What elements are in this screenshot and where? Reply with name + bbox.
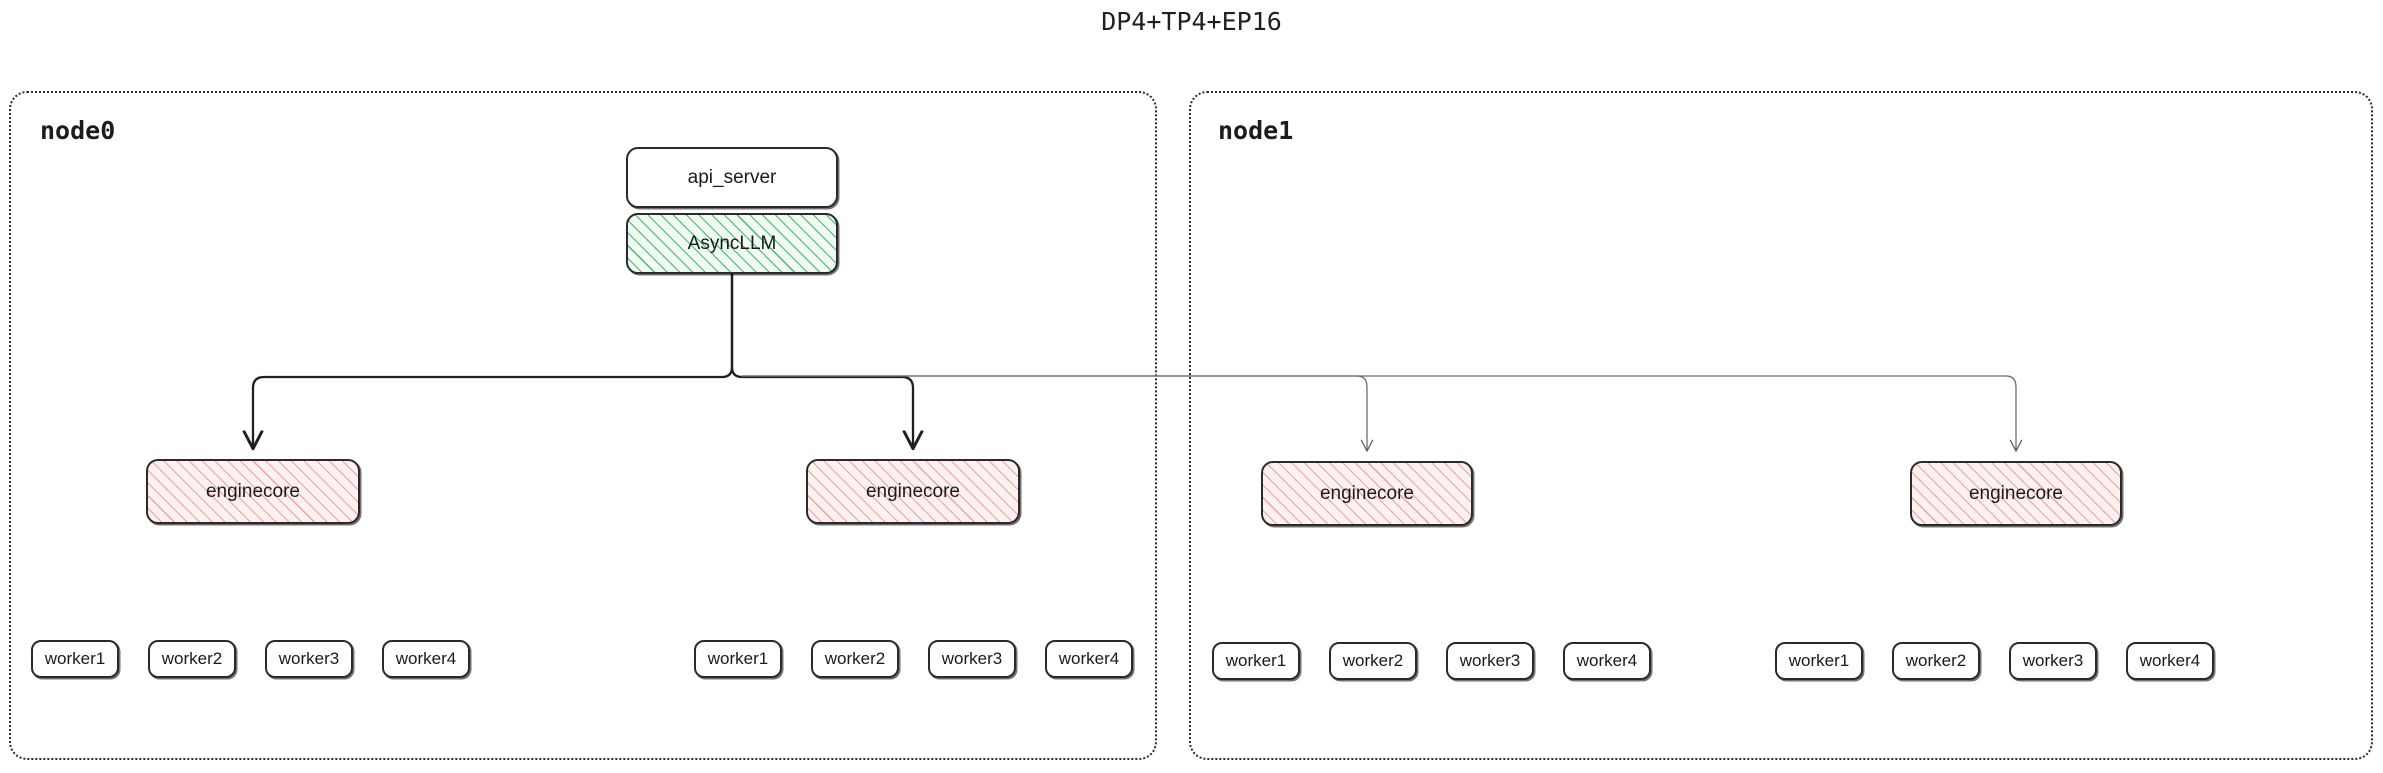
cluster-node0-label: node0 — [40, 116, 116, 145]
box-worker[interactable]: worker2 — [811, 640, 899, 678]
box-worker[interactable]: worker1 — [694, 640, 782, 678]
box-worker-label: worker2 — [161, 649, 223, 668]
box-worker-label: worker3 — [941, 649, 1003, 668]
box-worker-label: worker1 — [1225, 651, 1287, 670]
box-enginecore-3-label: enginecore — [1968, 482, 2064, 504]
box-worker-label: worker1 — [1788, 651, 1850, 670]
box-enginecore-1[interactable]: enginecore — [806, 459, 1020, 524]
diagram-title: DP4+TP4+EP16 — [1101, 7, 1282, 36]
box-worker[interactable]: worker2 — [1329, 642, 1417, 680]
box-worker-label: worker3 — [2022, 651, 2084, 670]
box-worker[interactable]: worker1 — [31, 640, 119, 678]
box-worker-label: worker2 — [1342, 651, 1404, 670]
box-enginecore-3[interactable]: enginecore — [1910, 461, 2122, 526]
box-worker[interactable]: worker3 — [928, 640, 1016, 678]
box-worker-label: worker3 — [278, 649, 340, 668]
box-asyncllm-label: AsyncLLM — [687, 232, 777, 254]
box-worker[interactable]: worker3 — [1446, 642, 1534, 680]
box-worker[interactable]: worker4 — [1045, 640, 1133, 678]
box-worker[interactable]: worker1 — [1212, 642, 1300, 680]
box-worker-label: worker3 — [1459, 651, 1521, 670]
box-worker[interactable]: worker2 — [148, 640, 236, 678]
box-enginecore-2[interactable]: enginecore — [1261, 461, 1473, 526]
box-worker-label: worker4 — [395, 649, 457, 668]
box-worker-label: worker4 — [1058, 649, 1120, 668]
cluster-node1-label: node1 — [1218, 116, 1294, 145]
box-worker-label: worker4 — [2139, 651, 2201, 670]
box-worker-label: worker2 — [824, 649, 886, 668]
box-worker[interactable]: worker4 — [1563, 642, 1651, 680]
box-enginecore-0-label: enginecore — [205, 480, 301, 502]
box-worker[interactable]: worker3 — [265, 640, 353, 678]
box-worker[interactable]: worker4 — [2126, 642, 2214, 680]
box-worker[interactable]: worker3 — [2009, 642, 2097, 680]
box-worker[interactable]: worker4 — [382, 640, 470, 678]
box-asyncllm[interactable]: AsyncLLM — [626, 213, 838, 274]
box-worker[interactable]: worker1 — [1775, 642, 1863, 680]
box-enginecore-1-label: enginecore — [865, 480, 961, 502]
box-worker-label: worker1 — [707, 649, 769, 668]
box-worker-label: worker1 — [44, 649, 106, 668]
box-worker-label: worker2 — [1905, 651, 1967, 670]
box-worker-label: worker4 — [1576, 651, 1638, 670]
box-worker[interactable]: worker2 — [1892, 642, 1980, 680]
box-api-server-label: api_server — [687, 166, 777, 188]
box-api-server[interactable]: api_server — [626, 147, 838, 208]
box-enginecore-0[interactable]: enginecore — [146, 459, 360, 524]
box-enginecore-2-label: enginecore — [1319, 482, 1415, 504]
